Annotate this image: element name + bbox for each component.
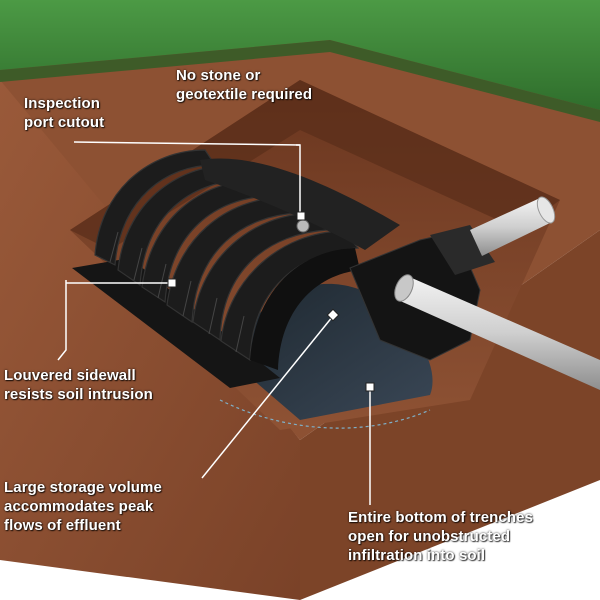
distribution-pipe-end: [394, 274, 414, 302]
inlet-pipe-opening: [536, 196, 556, 224]
square-marker-icon: [365, 382, 375, 392]
chamber-base-left: [72, 258, 280, 388]
square-marker-icon: [326, 308, 340, 322]
inspection-port-cap: [296, 219, 310, 233]
open-bottom-outline: [219, 399, 431, 429]
grass-edge: [0, 40, 600, 122]
soil-block-right-face: [300, 230, 600, 600]
soil-block-left-face: [0, 60, 300, 600]
square-marker-icon: [167, 278, 177, 288]
leader-louvered: [57, 280, 67, 361]
pipe-coupler-top: [430, 225, 495, 275]
louver-texture: [109, 231, 245, 353]
leader-storage: [201, 315, 334, 479]
inlet-pipe-upper: [470, 198, 552, 256]
grass-surface: [0, 0, 600, 110]
leader-lines: [57, 141, 371, 505]
square-markers: [167, 211, 375, 392]
callout-open-bottom: Entire bottom of trenches open for unobs…: [348, 509, 534, 564]
callout-storage-volume: Large storage volume accommodates peak f…: [4, 479, 162, 534]
chamber-end-cap: [250, 248, 360, 370]
square-marker-icon: [296, 211, 306, 221]
callout-no-stone: No stone or geotextile required: [176, 67, 313, 103]
callout-louvered-sidewall: Louvered sidewall resists soil intrusion: [4, 367, 153, 403]
leader-inspection-port: [73, 141, 301, 146]
callout-inspection-port: Inspection port cutout: [24, 95, 105, 131]
distribution-pipe: [398, 275, 600, 390]
